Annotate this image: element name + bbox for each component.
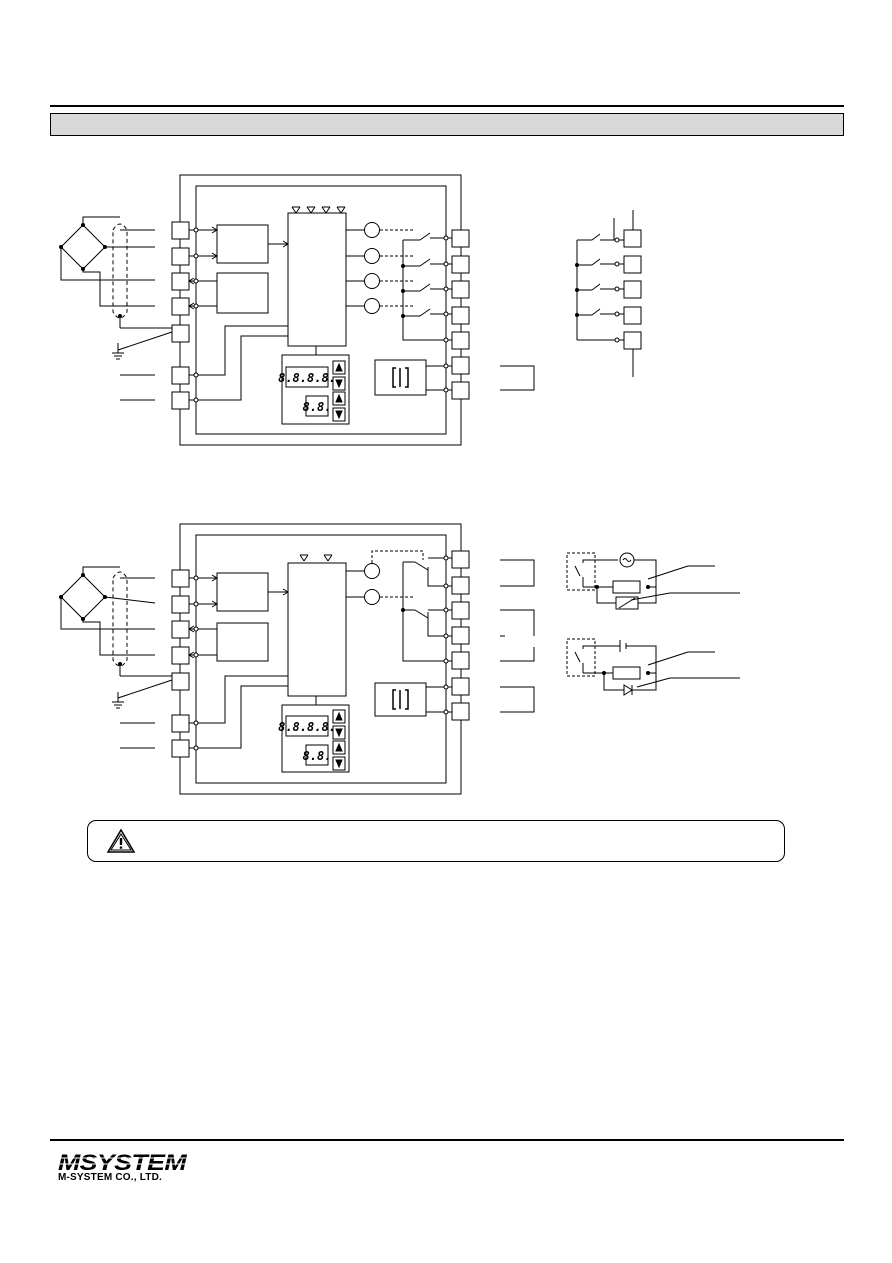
power-supply-block xyxy=(374,359,427,396)
amplifier-block xyxy=(216,572,269,612)
excitation-block xyxy=(216,622,269,662)
left-terminals xyxy=(171,221,190,410)
svg-text:MSYSTEM: MSYSTEM xyxy=(58,1150,187,1174)
ac-load-protection-circuit xyxy=(566,552,740,610)
warning-icon xyxy=(106,828,136,853)
cpu-block xyxy=(287,212,347,347)
left-terminals xyxy=(171,569,190,758)
right-terminals xyxy=(451,550,470,721)
external-contacts xyxy=(575,210,642,377)
led-icons xyxy=(291,206,346,214)
diagram-2: 8.8.8.8. 8.8. xyxy=(59,523,740,795)
power-supply-block xyxy=(374,682,427,717)
display-lower: 8.8. xyxy=(303,400,332,414)
up-arrow-icon xyxy=(332,360,346,375)
down-arrow-icon xyxy=(332,407,346,422)
company-name: M-SYSTEM CO., LTD. xyxy=(58,1172,162,1183)
caution-box xyxy=(87,820,785,862)
msystem-logo: MSYSTEM xyxy=(58,1150,188,1174)
relay-coils xyxy=(346,222,415,314)
down-arrow-icon xyxy=(332,756,346,771)
amplifier-block xyxy=(216,224,269,264)
down-arrow-icon xyxy=(332,725,346,740)
bridge-sensor-icon xyxy=(59,566,156,656)
up-arrow-icon xyxy=(332,709,346,724)
dc-load-protection-circuit xyxy=(566,638,740,696)
shield-cable xyxy=(112,223,173,360)
excitation-block xyxy=(216,272,269,314)
relay-contacts xyxy=(401,555,452,664)
up-arrow-icon xyxy=(332,740,346,755)
relay-coils xyxy=(346,550,424,605)
display-upper: 8.8.8.8. xyxy=(278,720,336,734)
down-arrow-icon xyxy=(332,376,346,391)
diagram-1: 8.8.8.8. 8.8. xyxy=(59,174,642,446)
unit-inner xyxy=(195,534,447,784)
footer-rule xyxy=(50,1139,844,1141)
unit-inner xyxy=(195,185,447,435)
header-rule xyxy=(50,105,844,107)
bridge-sensor-icon xyxy=(59,216,155,307)
up-arrow-icon xyxy=(332,391,346,406)
relay-contacts xyxy=(401,232,452,343)
display-lower: 8.8. xyxy=(303,749,332,763)
display-upper: 8.8.8.8. xyxy=(278,371,336,385)
shield-cable xyxy=(112,571,173,709)
section-title-bar xyxy=(50,113,844,136)
led-icons xyxy=(299,554,333,562)
cpu-block xyxy=(287,562,347,697)
